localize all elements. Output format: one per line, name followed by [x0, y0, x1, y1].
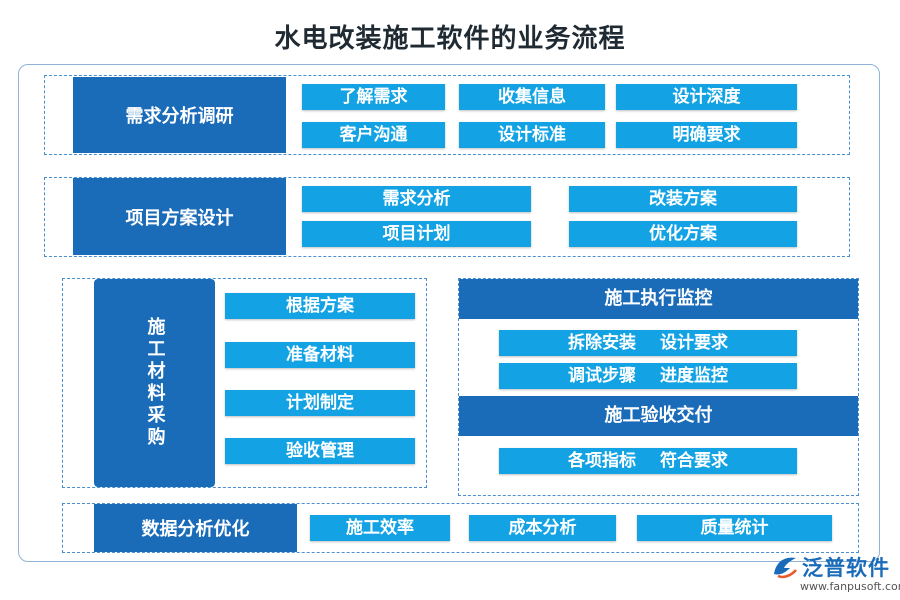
demand-label: 需求分析调研 [73, 77, 286, 153]
design-item: 改装方案 [569, 186, 797, 212]
demand-item: 了解需求 [302, 84, 445, 110]
data-opt-section [62, 503, 859, 553]
material-item: 计划制定 [225, 390, 415, 416]
demand-item: 明确要求 [616, 122, 797, 148]
demand-item: 设计深度 [616, 84, 797, 110]
demand-item: 收集信息 [459, 84, 605, 110]
data-opt-item: 成本分析 [469, 515, 616, 541]
brand-logo: 泛普软件 www.fanpusoft.com [770, 550, 900, 596]
execution-row-item: 进度监控 [660, 366, 728, 386]
execution-label: 施工执行监控 [459, 279, 858, 319]
design-item: 需求分析 [302, 186, 531, 212]
acceptance-label: 施工验收交付 [459, 396, 858, 436]
diagram-frame [18, 64, 880, 562]
logo-name: 泛普软件 [802, 556, 890, 580]
acceptance-row-item: 各项指标 [568, 451, 636, 471]
material-item: 根据方案 [225, 293, 415, 319]
page-title: 水电改装施工软件的业务流程 [274, 24, 626, 54]
data-opt-item: 施工效率 [310, 515, 450, 541]
material-label: 施工材料采购 [94, 279, 215, 487]
fanpu-logo-icon [774, 557, 797, 579]
execution-row-item: 设计要求 [660, 333, 728, 353]
demand-section [44, 75, 850, 155]
execution-row-item: 拆除安装 [568, 333, 636, 353]
design-section [44, 177, 850, 257]
acceptance-row-item: 符合要求 [660, 451, 728, 471]
demand-item: 客户沟通 [302, 122, 445, 148]
acceptance-row: 各项指标 符合要求 [499, 448, 797, 474]
logo-url: www.fanpusoft.com [800, 580, 900, 593]
execution-row: 拆除安装 设计要求 [499, 330, 797, 356]
data-opt-label: 数据分析优化 [94, 504, 297, 552]
demand-item: 设计标准 [459, 122, 605, 148]
execution-row: 调试步骤 进度监控 [499, 363, 797, 389]
material-section [62, 278, 427, 488]
material-item: 验收管理 [225, 438, 415, 464]
design-item: 项目计划 [302, 221, 531, 247]
material-item: 准备材料 [225, 342, 415, 368]
execution-section [458, 278, 859, 496]
execution-row-item: 调试步骤 [568, 366, 636, 386]
data-opt-item: 质量统计 [637, 515, 832, 541]
design-label: 项目方案设计 [73, 178, 286, 255]
design-item: 优化方案 [569, 221, 797, 247]
